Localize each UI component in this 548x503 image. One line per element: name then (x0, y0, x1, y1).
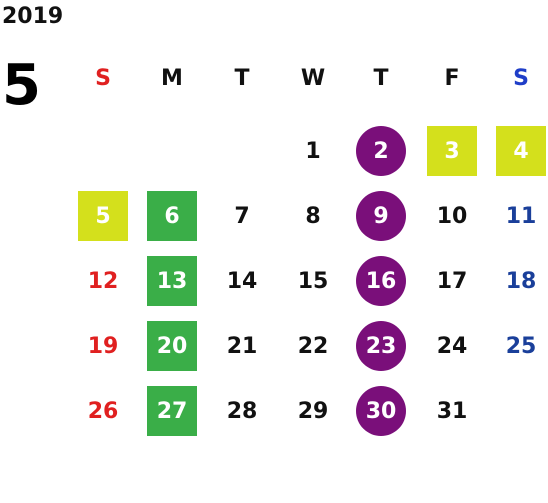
day-cell-27[interactable]: 27 (147, 386, 197, 436)
day-cell-28[interactable]: 28 (226, 398, 258, 424)
weekday-header-sat: S (513, 66, 529, 91)
day-cell-5[interactable]: 5 (78, 191, 128, 241)
day-cell-16[interactable]: 16 (356, 256, 406, 306)
day-cell-7[interactable]: 7 (234, 203, 250, 229)
day-cell-22[interactable]: 22 (297, 333, 329, 359)
day-cell-30[interactable]: 30 (356, 386, 406, 436)
day-cell-29[interactable]: 29 (297, 398, 329, 424)
day-cell-24[interactable]: 24 (436, 333, 468, 359)
day-cell-15[interactable]: 15 (297, 268, 329, 294)
day-cell-14[interactable]: 14 (226, 268, 258, 294)
day-cell-20[interactable]: 20 (147, 321, 197, 371)
day-cell-18[interactable]: 18 (505, 268, 537, 294)
day-cell-9[interactable]: 9 (356, 191, 406, 241)
day-cell-13[interactable]: 13 (147, 256, 197, 306)
day-cell-1[interactable]: 1 (305, 138, 321, 164)
day-cell-21[interactable]: 21 (226, 333, 258, 359)
weekday-header-tue: T (234, 66, 250, 91)
day-cell-25[interactable]: 25 (505, 333, 537, 359)
day-cell-31[interactable]: 31 (436, 398, 468, 424)
day-cell-4[interactable]: 4 (496, 126, 546, 176)
day-cell-6[interactable]: 6 (147, 191, 197, 241)
month-number: 5 (2, 53, 41, 118)
weekday-header-mon: M (161, 66, 183, 91)
day-cell-8[interactable]: 8 (305, 203, 321, 229)
day-cell-2[interactable]: 2 (356, 126, 406, 176)
day-cell-3[interactable]: 3 (427, 126, 477, 176)
day-cell-19[interactable]: 19 (87, 333, 119, 359)
weekday-header-wed: W (300, 66, 326, 91)
weekday-header-thu: T (373, 66, 389, 91)
day-cell-23[interactable]: 23 (356, 321, 406, 371)
day-cell-26[interactable]: 26 (87, 398, 119, 424)
weekday-header-sun: S (95, 66, 111, 91)
day-cell-10[interactable]: 10 (436, 203, 468, 229)
day-cell-17[interactable]: 17 (436, 268, 468, 294)
day-cell-11[interactable]: 11 (505, 203, 537, 229)
year-label: 2019 (2, 4, 64, 29)
weekday-header-fri: F (444, 66, 460, 91)
day-cell-12[interactable]: 12 (87, 268, 119, 294)
